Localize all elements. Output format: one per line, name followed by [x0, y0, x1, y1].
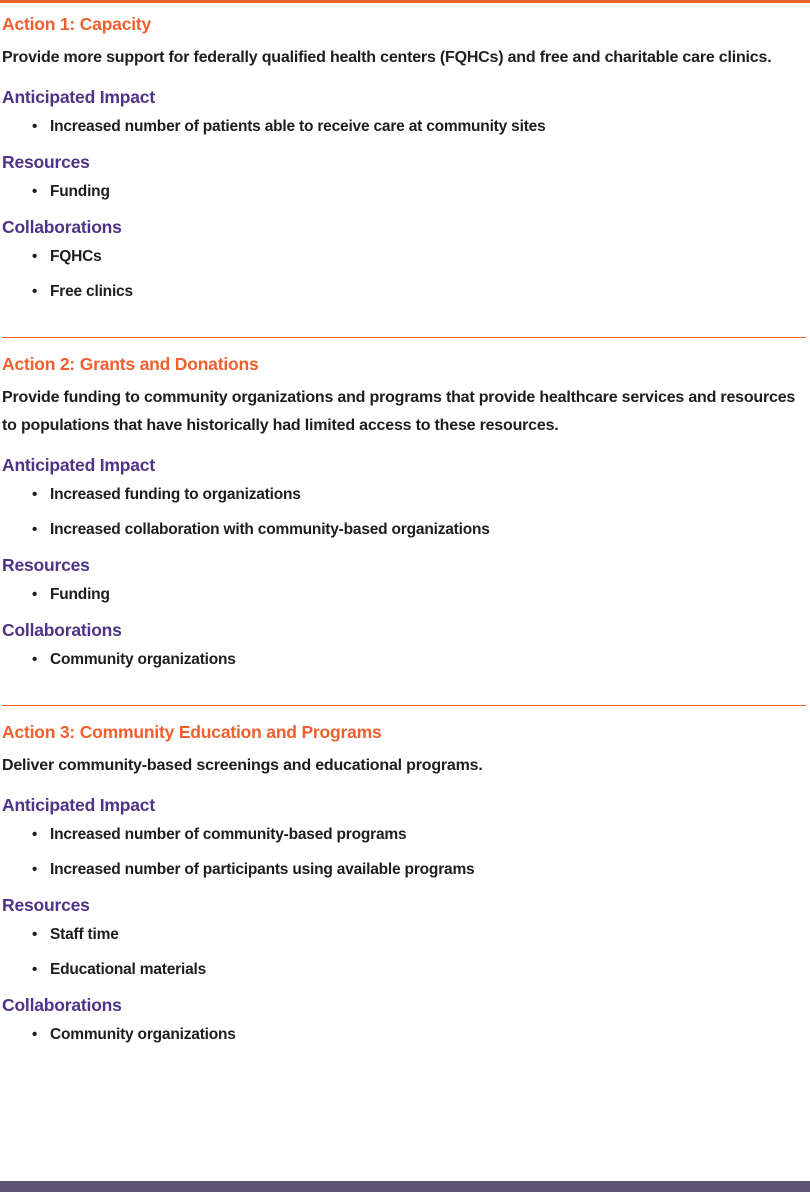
list-item-text: Increased funding to organizations — [50, 486, 301, 503]
action-section-description: Deliver community-based screenings and e… — [2, 757, 483, 774]
section-group: Resources • Staff time • Educational mat… — [2, 894, 806, 981]
bullet-list: • Increased funding to organizations • I… — [2, 484, 806, 541]
top-orange-rule — [0, 0, 810, 3]
action-section-title: Action 1: Capacity — [2, 14, 152, 34]
list-item: • Increased number of community-based pr… — [2, 824, 806, 846]
bullet-list: • Community organizations — [2, 1024, 806, 1046]
section-divider — [2, 705, 806, 706]
list-item: • Community organizations — [2, 649, 806, 671]
list-item-text: Staff time — [50, 926, 119, 943]
section-divider — [2, 337, 806, 338]
list-item: • FQHCs — [2, 246, 806, 268]
list-item: • Increased funding to organizations — [2, 484, 806, 506]
list-item-text: Community organizations — [50, 1026, 236, 1043]
group-heading: Resources — [2, 152, 90, 172]
list-item-text: FQHCs — [50, 248, 102, 265]
list-item-text: Increased number of community-based prog… — [50, 826, 407, 843]
group-heading: Resources — [2, 895, 90, 915]
list-item-text: Free clinics — [50, 283, 133, 300]
list-item: • Increased number of participants using… — [2, 859, 806, 881]
bullet-icon: • — [32, 248, 38, 265]
list-item: • Funding — [2, 584, 806, 606]
page-content: Action 1: Capacity Provide more support … — [2, 13, 806, 1046]
action-section: Action 2: Grants and Donations Provide f… — [2, 353, 806, 671]
section-group: Resources • Funding — [2, 554, 806, 606]
list-item-text: Increased number of patients able to rec… — [50, 118, 546, 135]
list-item: • Staff time — [2, 924, 806, 946]
bullet-icon: • — [32, 586, 38, 603]
bullet-icon: • — [32, 926, 38, 943]
section-group: Collaborations • Community organizations — [2, 619, 806, 671]
bullet-icon: • — [32, 521, 38, 538]
bullet-list: • Increased number of patients able to r… — [2, 116, 806, 138]
section-group: Collaborations • Community organizations — [2, 994, 806, 1046]
action-section: Action 1: Capacity Provide more support … — [2, 13, 806, 303]
list-item: • Educational materials — [2, 959, 806, 981]
bottom-footer-bar — [0, 1181, 810, 1192]
bullet-icon: • — [32, 861, 38, 878]
group-heading: Anticipated Impact — [2, 795, 155, 815]
list-item: • Increased collaboration with community… — [2, 519, 806, 541]
action-section-description: Provide funding to community organizatio… — [2, 389, 796, 434]
list-item-text: Increased number of participants using a… — [50, 861, 475, 878]
bullet-icon: • — [32, 826, 38, 843]
list-item-text: Funding — [50, 586, 110, 603]
section-groups: Anticipated Impact • Increased funding t… — [2, 454, 806, 671]
action-section-title: Action 3: Community Education and Progra… — [2, 722, 382, 742]
action-section-title: Action 2: Grants and Donations — [2, 354, 259, 374]
bullet-icon: • — [32, 283, 38, 300]
list-item-text: Funding — [50, 183, 110, 200]
bullet-list: • Increased number of community-based pr… — [2, 824, 806, 881]
section-group: Anticipated Impact • Increased funding t… — [2, 454, 806, 541]
group-heading: Anticipated Impact — [2, 455, 155, 475]
list-item: • Funding — [2, 181, 806, 203]
section-groups: Anticipated Impact • Increased number of… — [2, 86, 806, 303]
bullet-list: • Staff time • Educational materials — [2, 924, 806, 981]
group-heading: Collaborations — [2, 620, 122, 640]
action-section-description: Provide more support for federally quali… — [2, 49, 772, 66]
bullet-icon: • — [32, 486, 38, 503]
list-item: • Free clinics — [2, 281, 806, 303]
bullet-list: • FQHCs • Free clinics — [2, 246, 806, 303]
list-item-text: Educational materials — [50, 961, 207, 978]
bullet-list: • Funding — [2, 584, 806, 606]
bullet-icon: • — [32, 183, 38, 200]
bullet-icon: • — [32, 651, 38, 668]
group-heading: Collaborations — [2, 995, 122, 1015]
bullet-list: • Community organizations — [2, 649, 806, 671]
bullet-icon: • — [32, 1026, 38, 1043]
group-heading: Anticipated Impact — [2, 87, 155, 107]
list-item-text: Increased collaboration with community-b… — [50, 521, 490, 538]
list-item: • Community organizations — [2, 1024, 806, 1046]
list-item: • Increased number of patients able to r… — [2, 116, 806, 138]
section-group: Anticipated Impact • Increased number of… — [2, 86, 806, 138]
action-section: Action 3: Community Education and Progra… — [2, 721, 806, 1046]
group-heading: Resources — [2, 555, 90, 575]
list-item-text: Community organizations — [50, 651, 236, 668]
group-heading: Collaborations — [2, 217, 122, 237]
section-group: Collaborations • FQHCs • Free clinics — [2, 216, 806, 303]
section-group: Resources • Funding — [2, 151, 806, 203]
bullet-icon: • — [32, 961, 38, 978]
bullet-icon: • — [32, 118, 38, 135]
section-group: Anticipated Impact • Increased number of… — [2, 794, 806, 881]
section-groups: Anticipated Impact • Increased number of… — [2, 794, 806, 1046]
bullet-list: • Funding — [2, 181, 806, 203]
